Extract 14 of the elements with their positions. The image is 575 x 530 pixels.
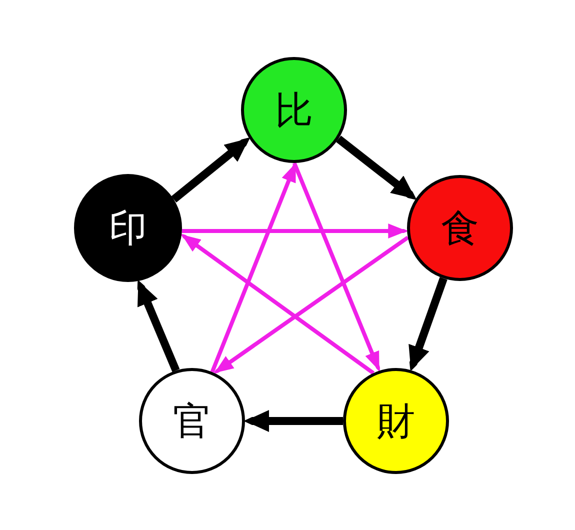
node-label: 財 xyxy=(377,402,415,440)
arrow xyxy=(292,162,380,372)
arrow xyxy=(336,136,417,200)
arrow xyxy=(136,280,180,372)
arrow xyxy=(171,137,250,202)
arrow xyxy=(213,236,410,374)
node-label: 食 xyxy=(441,209,479,247)
arrow xyxy=(245,410,343,432)
arrow xyxy=(408,277,448,372)
arrow xyxy=(182,224,408,238)
arrow xyxy=(180,234,375,375)
node-label: 官 xyxy=(173,402,211,440)
node-label: 印 xyxy=(109,209,147,247)
node-label: 比 xyxy=(275,91,313,129)
